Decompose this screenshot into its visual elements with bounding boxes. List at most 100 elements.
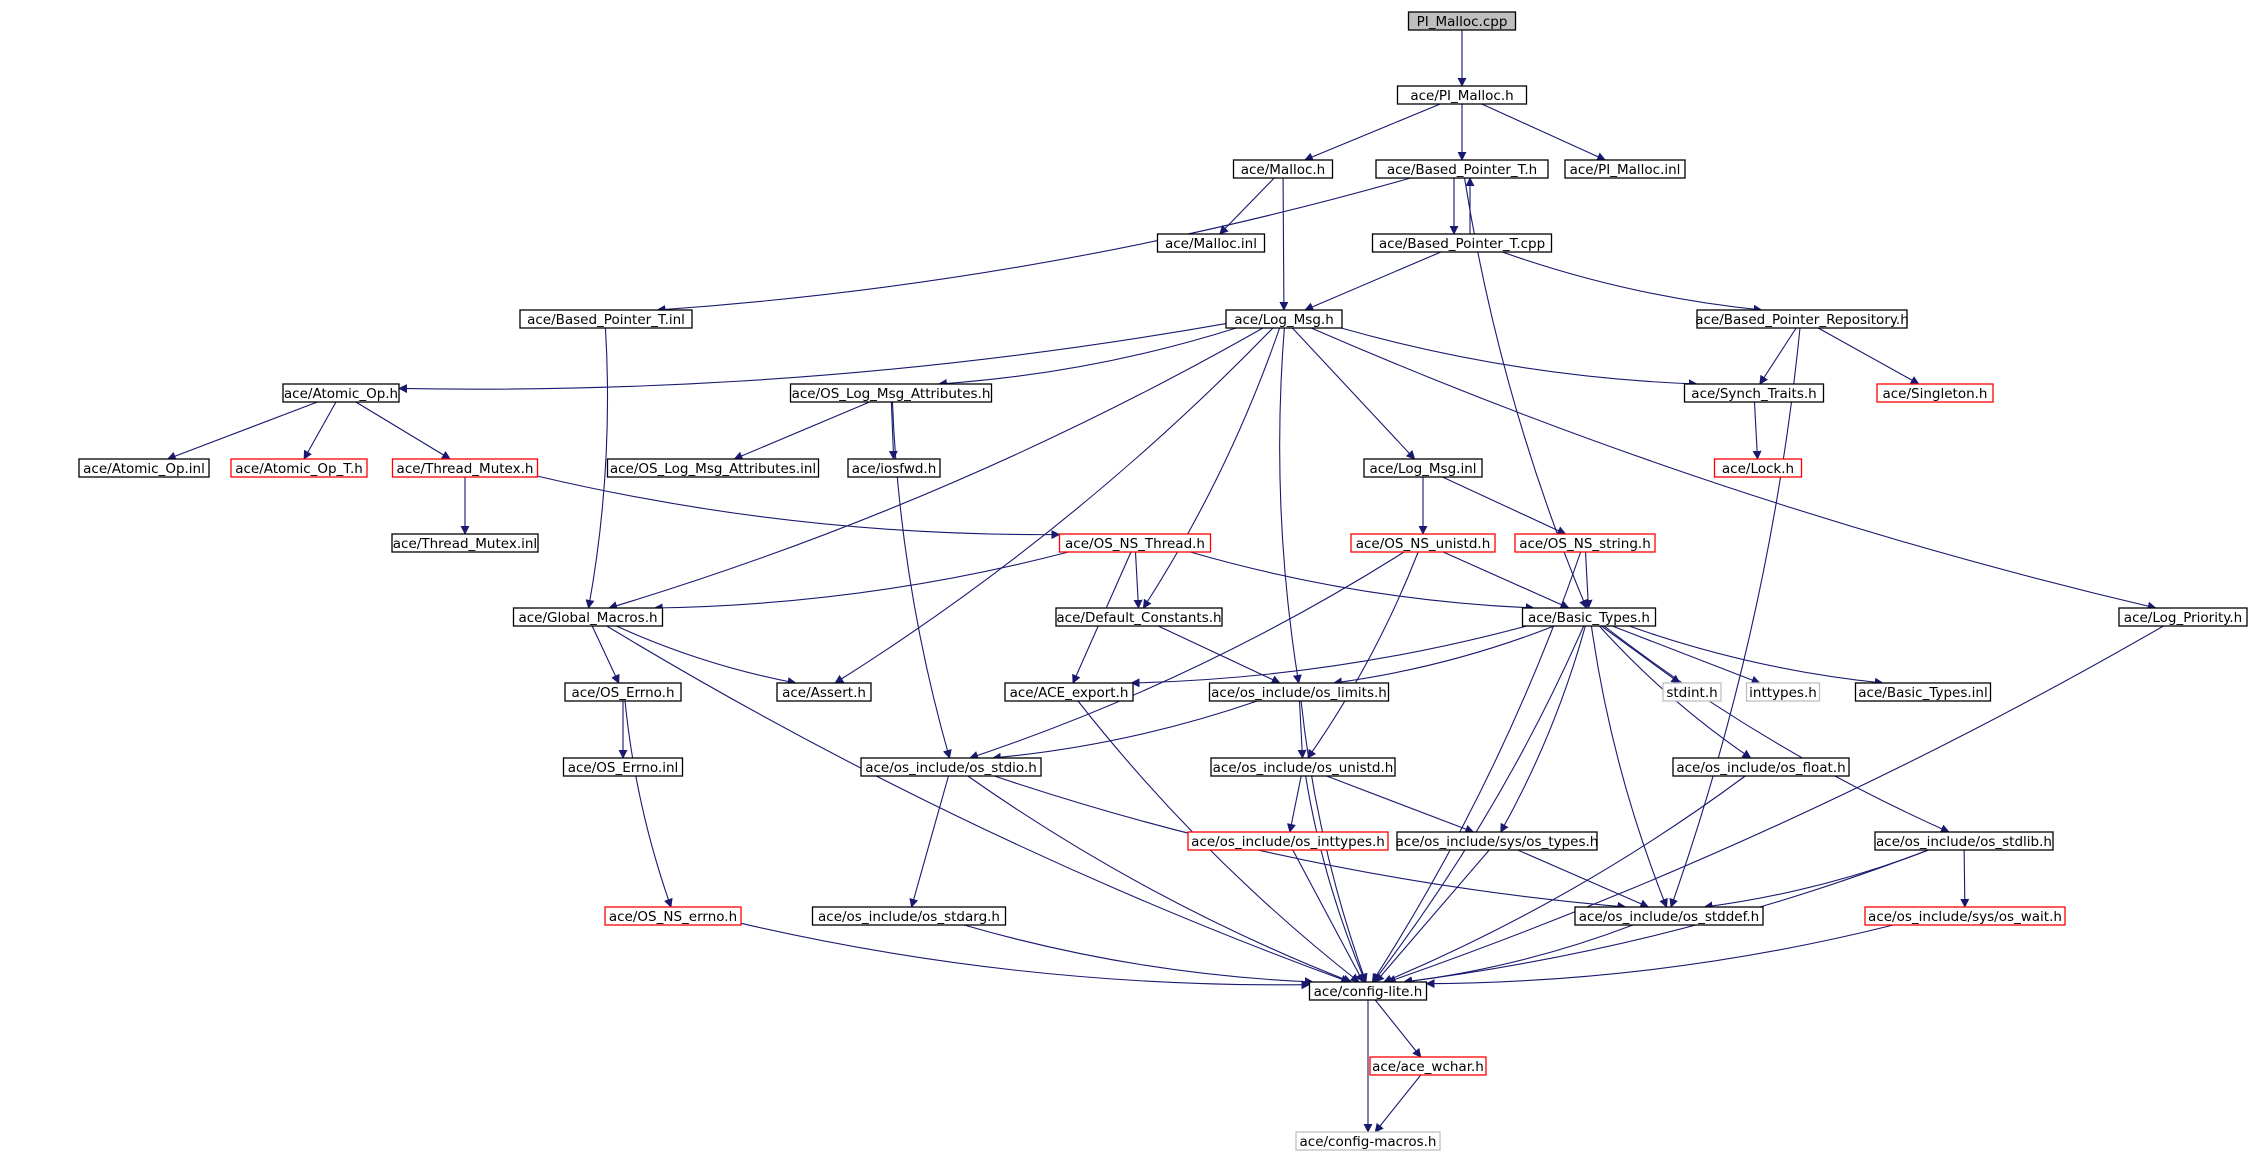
node-bpt-inl[interactable]: ace/Based_Pointer_T.inl [519, 309, 693, 329]
edge-line [1297, 700, 1307, 759]
node-defconst-h[interactable]: ace/Default_Constants.h [1055, 607, 1223, 627]
node-thmutex-h[interactable]: ace/Thread_Mutex.h [391, 458, 539, 478]
edge-logmsg_h-to-logprio_h [1310, 327, 2157, 611]
node-atomic-inl[interactable]: ace/Atomic_Op.inl [78, 458, 210, 478]
node-synch-h[interactable]: ace/Synch_Traits.h [1683, 383, 1825, 403]
node-osnserrno-h[interactable]: ace/OS_NS_errno.h [604, 906, 742, 926]
node-box [1371, 233, 1553, 253]
node-singleton-h[interactable]: ace/Singleton.h [1876, 383, 1994, 403]
edge-atomic_h-to-atomict_h [303, 401, 337, 460]
edge-atomic_h-to-atomic_inl [166, 401, 318, 461]
node-osfloat-h[interactable]: ace/os_include/os_float.h [1672, 757, 1850, 777]
node-label: ace/ACE_export.h [1010, 685, 1129, 701]
node-label: ace/config-lite.h [1314, 984, 1423, 1000]
node-assert-h[interactable]: ace/Assert.h [776, 682, 872, 702]
node-box [604, 906, 742, 926]
node-label: ace/os_include/os_unistd.h [1213, 760, 1394, 776]
node-osstddef-h[interactable]: ace/os_include/os_stddef.h [1574, 906, 1764, 926]
node-logmsg-inl[interactable]: ace/Log_Msg.inl [1363, 458, 1483, 478]
node-configmacros-h[interactable]: ace/config-macros.h [1295, 1131, 1441, 1151]
edge-line [537, 475, 1061, 540]
node-label: ace/Based_Pointer_T.cpp [1379, 236, 1545, 252]
node-atomict-h[interactable]: ace/Atomic_Op_T.h [230, 458, 368, 478]
node-box [1683, 383, 1825, 403]
node-box [1407, 11, 1517, 31]
node-label: ace/OS_Errno.inl [568, 760, 679, 776]
node-label: ace/Basic_Types.inl [1858, 685, 1987, 701]
node-oserrno-h[interactable]: ace/OS_Errno.h [564, 682, 682, 702]
edge-line [1307, 551, 1419, 759]
node-logmsg-h[interactable]: ace/Log_Msg.h [1225, 309, 1343, 329]
node-osstdio-h[interactable]: ace/os_include/os_stdio.h [860, 757, 1042, 777]
edge-line [1752, 401, 1762, 460]
edge-bpt_inl-to-globalmacros_h [585, 327, 609, 609]
node-root[interactable]: PI_Malloc.cpp [1407, 11, 1517, 31]
node-aceexport-h[interactable]: ace/ACE_export.h [1004, 682, 1134, 702]
edge-line [1133, 551, 1143, 609]
edge-line [1590, 625, 1668, 908]
node-osnsstring-h[interactable]: ace/OS_NS_string.h [1514, 533, 1656, 553]
node-acewchar-h[interactable]: ace/ace_wchar.h [1369, 1056, 1487, 1076]
node-pimalloc-inl[interactable]: ace/PI_Malloc.inl [1564, 159, 1686, 179]
edge-oslimits_h-to-osunistd_h [1297, 700, 1307, 759]
node-bpt-h[interactable]: ace/Based_Pointer_T.h [1375, 159, 1549, 179]
node-thmutex-inl[interactable]: ace/Thread_Mutex.inl [391, 533, 539, 553]
node-label: ace/OS_NS_Thread.h [1065, 536, 1205, 552]
edge-osfloat_h-to-configlite_h [1382, 775, 1746, 984]
node-bpt-cpp[interactable]: ace/Based_Pointer_T.cpp [1371, 233, 1553, 253]
node-oslimits-h[interactable]: ace/os_include/os_limits.h [1208, 682, 1390, 702]
edge-basictypes_h-to-systypes_h [1500, 625, 1586, 833]
node-oslma-h[interactable]: ace/OS_Log_Msg_Attributes.h [789, 383, 993, 403]
node-label: ace/Log_Msg.inl [1369, 461, 1476, 477]
node-malloc-inl[interactable]: ace/Malloc.inl [1156, 233, 1266, 253]
node-osstdlib-h[interactable]: ace/os_include/os_stdlib.h [1874, 831, 2054, 851]
edge-line [1279, 327, 1302, 684]
node-box [776, 682, 872, 702]
node-osnsunistd-h[interactable]: ace/OS_NS_unistd.h [1350, 533, 1496, 553]
edge-logprio_h-to-configlite_h [1386, 625, 2164, 984]
edge-bpr_h-to-synch_h [1759, 327, 1797, 385]
edge-line [1403, 924, 1634, 986]
edge-osnsunistd_h-to-osunistd_h [1307, 551, 1419, 759]
node-inttypes-h[interactable]: inttypes.h [1745, 682, 1821, 702]
node-pimalloc-h[interactable]: ace/PI_Malloc.h [1396, 85, 1528, 105]
edge-line [608, 327, 1264, 610]
node-label: ace/OS_NS_string.h [1519, 536, 1651, 552]
edge-line [591, 625, 620, 684]
node-logprio-h[interactable]: ace/Log_Priority.h [2118, 607, 2248, 627]
node-atomic-h[interactable]: ace/Atomic_Op.h [282, 383, 400, 403]
edge-line [1583, 551, 1593, 609]
node-systypes-h[interactable]: ace/os_include/sys/os_types.h [1396, 831, 1599, 851]
edge-line [1612, 625, 1761, 685]
node-osinttypes-h[interactable]: ace/os_include/os_inttypes.h [1187, 831, 1389, 851]
node-box [1225, 309, 1343, 329]
node-osunistd-h[interactable]: ace/os_include/os_unistd.h [1210, 757, 1396, 777]
node-stdint-h[interactable]: stdint.h [1662, 682, 1722, 702]
node-box [2118, 607, 2248, 627]
edge-line [967, 775, 1353, 984]
edge-osstdlib_h-to-syswait_h [1960, 849, 1970, 908]
node-label: ace/OS_NS_unistd.h [1356, 536, 1491, 552]
edge-basictypes_h-to-stdint_h [1601, 625, 1681, 684]
node-lock-h[interactable]: ace/Lock.h [1713, 458, 1803, 478]
node-box [1210, 757, 1396, 777]
node-configlite-h[interactable]: ace/config-lite.h [1308, 981, 1428, 1001]
node-oslma-inl[interactable]: ace/OS_Log_Msg_Attributes.inl [606, 458, 820, 478]
node-oserrno-inl[interactable]: ace/OS_Errno.inl [562, 757, 684, 777]
node-iosfwd-h[interactable]: ace/iosfwd.h [847, 458, 941, 478]
edge-line [398, 323, 1227, 394]
node-label: ace/Singleton.h [1882, 386, 1987, 402]
edge-line [624, 700, 673, 908]
node-box [1662, 682, 1722, 702]
node-basictypes-h[interactable]: ace/Basic_Types.h [1521, 607, 1657, 627]
node-basictypes-inl[interactable]: ace/Basic_Types.inl [1854, 682, 1992, 702]
node-malloc-h[interactable]: ace/Malloc.h [1232, 159, 1334, 179]
node-syswait-h[interactable]: ace/os_include/sys/os_wait.h [1864, 906, 2066, 926]
edge-line [1304, 251, 1442, 311]
node-box [1396, 85, 1528, 105]
node-osnsthread-h[interactable]: ace/OS_NS_Thread.h [1058, 533, 1212, 553]
node-globalmacros-h[interactable]: ace/Global_Macros.h [512, 607, 664, 627]
node-bpr-h[interactable]: ace/Based_Pointer_Repository.h [1695, 309, 1909, 329]
node-osstdarg-h[interactable]: ace/os_include/os_stdarg.h [811, 906, 1007, 926]
node-box [606, 458, 820, 478]
